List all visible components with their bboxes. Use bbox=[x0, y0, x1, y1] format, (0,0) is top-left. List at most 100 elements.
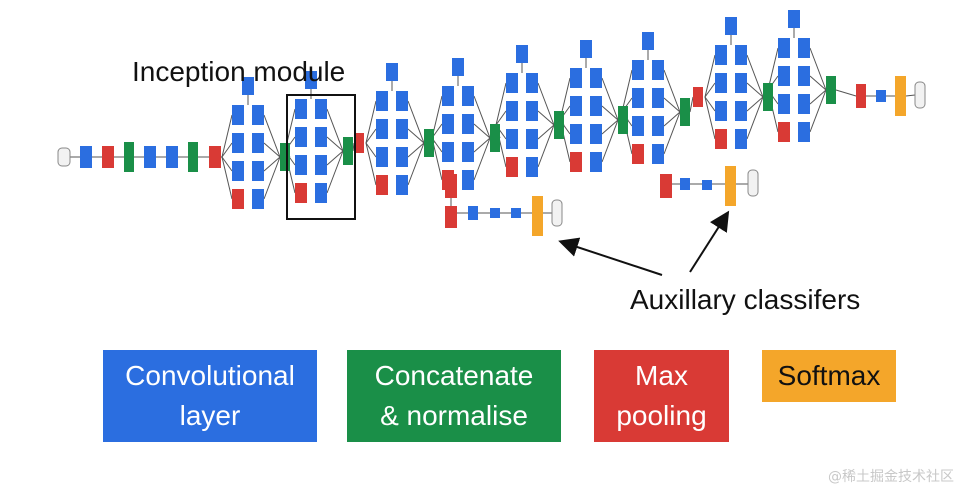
aux1-pool bbox=[445, 174, 457, 198]
inception-1-conv bbox=[252, 189, 264, 209]
edge bbox=[407, 142, 425, 158]
edge bbox=[263, 142, 281, 158]
edge bbox=[407, 100, 425, 144]
edge bbox=[663, 111, 681, 155]
legend-concatenate-line2: & normalise bbox=[380, 400, 528, 431]
inception-1-conv bbox=[232, 105, 244, 125]
edge bbox=[365, 128, 377, 144]
inception-6-conv bbox=[590, 96, 602, 116]
inception-1-conv bbox=[252, 105, 264, 125]
watermark: @稀土掘金技术社区 bbox=[828, 469, 954, 485]
edge bbox=[537, 124, 555, 168]
inception-6-conv bbox=[590, 68, 602, 88]
network-blocks bbox=[57, 10, 926, 236]
edge bbox=[365, 142, 377, 186]
inception-7-pool bbox=[632, 144, 644, 164]
auxiliary-classifiers-label: Auxillary classifers bbox=[630, 284, 861, 315]
edge bbox=[537, 82, 555, 126]
edge bbox=[663, 97, 681, 113]
stem-concat-block bbox=[188, 142, 198, 172]
inception-4-conv bbox=[442, 114, 454, 134]
stem-concat-block bbox=[124, 142, 134, 172]
input-node bbox=[57, 147, 71, 167]
edge bbox=[495, 110, 507, 126]
edge bbox=[221, 142, 233, 158]
inception-6-conv bbox=[580, 40, 592, 58]
inception-8-conv bbox=[715, 45, 727, 65]
edge bbox=[809, 47, 827, 91]
inception-7-conv bbox=[652, 116, 664, 136]
inception-1-conv bbox=[252, 161, 264, 181]
inception-5-conv bbox=[516, 45, 528, 63]
aux-classifier-arrow-right bbox=[689, 210, 730, 273]
inception-9-concat bbox=[826, 76, 836, 104]
inception-1-conv bbox=[232, 133, 244, 153]
inception-3-conv bbox=[376, 91, 388, 111]
edge bbox=[809, 89, 827, 105]
edge bbox=[746, 96, 764, 140]
stem-conv-block bbox=[80, 146, 92, 168]
legend-maxpool-line2: pooling bbox=[616, 400, 707, 431]
inception-7-conv bbox=[632, 88, 644, 108]
aux1-output bbox=[551, 199, 563, 227]
inception-8-concat bbox=[763, 83, 773, 111]
inception-4-conv bbox=[462, 142, 474, 162]
inception-4-conv bbox=[442, 142, 454, 162]
inception-3-conv bbox=[376, 119, 388, 139]
stem-pool-block bbox=[209, 146, 221, 168]
inception-6-conv bbox=[570, 68, 582, 88]
final-softmax bbox=[895, 76, 906, 116]
edge bbox=[407, 128, 425, 144]
legend-maxpool-line1: Max bbox=[635, 360, 688, 391]
inception-3-pool bbox=[376, 175, 388, 195]
edge bbox=[746, 96, 764, 112]
edge bbox=[407, 142, 425, 186]
inception-7-conv bbox=[632, 116, 644, 136]
inception-5-conv bbox=[526, 157, 538, 177]
inception-2-conv bbox=[305, 71, 317, 89]
legend-concatenate-line1: Concatenate bbox=[374, 360, 534, 391]
edge bbox=[495, 82, 507, 126]
inception-9-conv bbox=[798, 122, 810, 142]
edge bbox=[601, 119, 619, 163]
legend-convolutional-line1: Convolutional bbox=[125, 360, 295, 391]
legend-softmax-line1: Softmax bbox=[777, 360, 881, 391]
aux1-fc bbox=[490, 208, 500, 218]
edge bbox=[663, 69, 681, 113]
inception-6-conv bbox=[590, 124, 602, 144]
inception-9-conv bbox=[778, 94, 790, 114]
aux2-fc bbox=[702, 180, 712, 190]
inception-3-conv bbox=[396, 147, 408, 167]
edge bbox=[835, 89, 857, 97]
inception-8-conv bbox=[715, 73, 727, 93]
stage-maxpool bbox=[693, 87, 703, 107]
edge bbox=[473, 137, 491, 153]
inception-7-conv bbox=[652, 88, 664, 108]
inception-2-conv bbox=[295, 155, 307, 175]
inception-1-conv bbox=[232, 161, 244, 181]
edge bbox=[326, 150, 344, 194]
inception-9-conv bbox=[798, 66, 810, 86]
edge bbox=[221, 114, 233, 158]
edge bbox=[473, 123, 491, 139]
edge bbox=[263, 114, 281, 158]
inception-4-conv bbox=[462, 170, 474, 190]
inception-9-conv bbox=[798, 38, 810, 58]
inception-9-conv bbox=[778, 38, 790, 58]
edge bbox=[809, 89, 827, 133]
legend-concatenate-normalise: Concatenate & normalise bbox=[347, 350, 561, 442]
inception-3-conv bbox=[396, 91, 408, 111]
inception-2-conv bbox=[295, 127, 307, 147]
inception-8-conv bbox=[735, 129, 747, 149]
output-node bbox=[914, 81, 926, 109]
edge bbox=[326, 150, 344, 166]
aux1-softmax bbox=[532, 196, 543, 236]
inception-3-conv bbox=[376, 147, 388, 167]
inception-5-conv bbox=[506, 73, 518, 93]
edge bbox=[365, 142, 377, 158]
edge bbox=[663, 111, 681, 127]
aux1-conv bbox=[468, 206, 478, 220]
inception-8-conv bbox=[735, 73, 747, 93]
aux2-output bbox=[747, 169, 759, 197]
